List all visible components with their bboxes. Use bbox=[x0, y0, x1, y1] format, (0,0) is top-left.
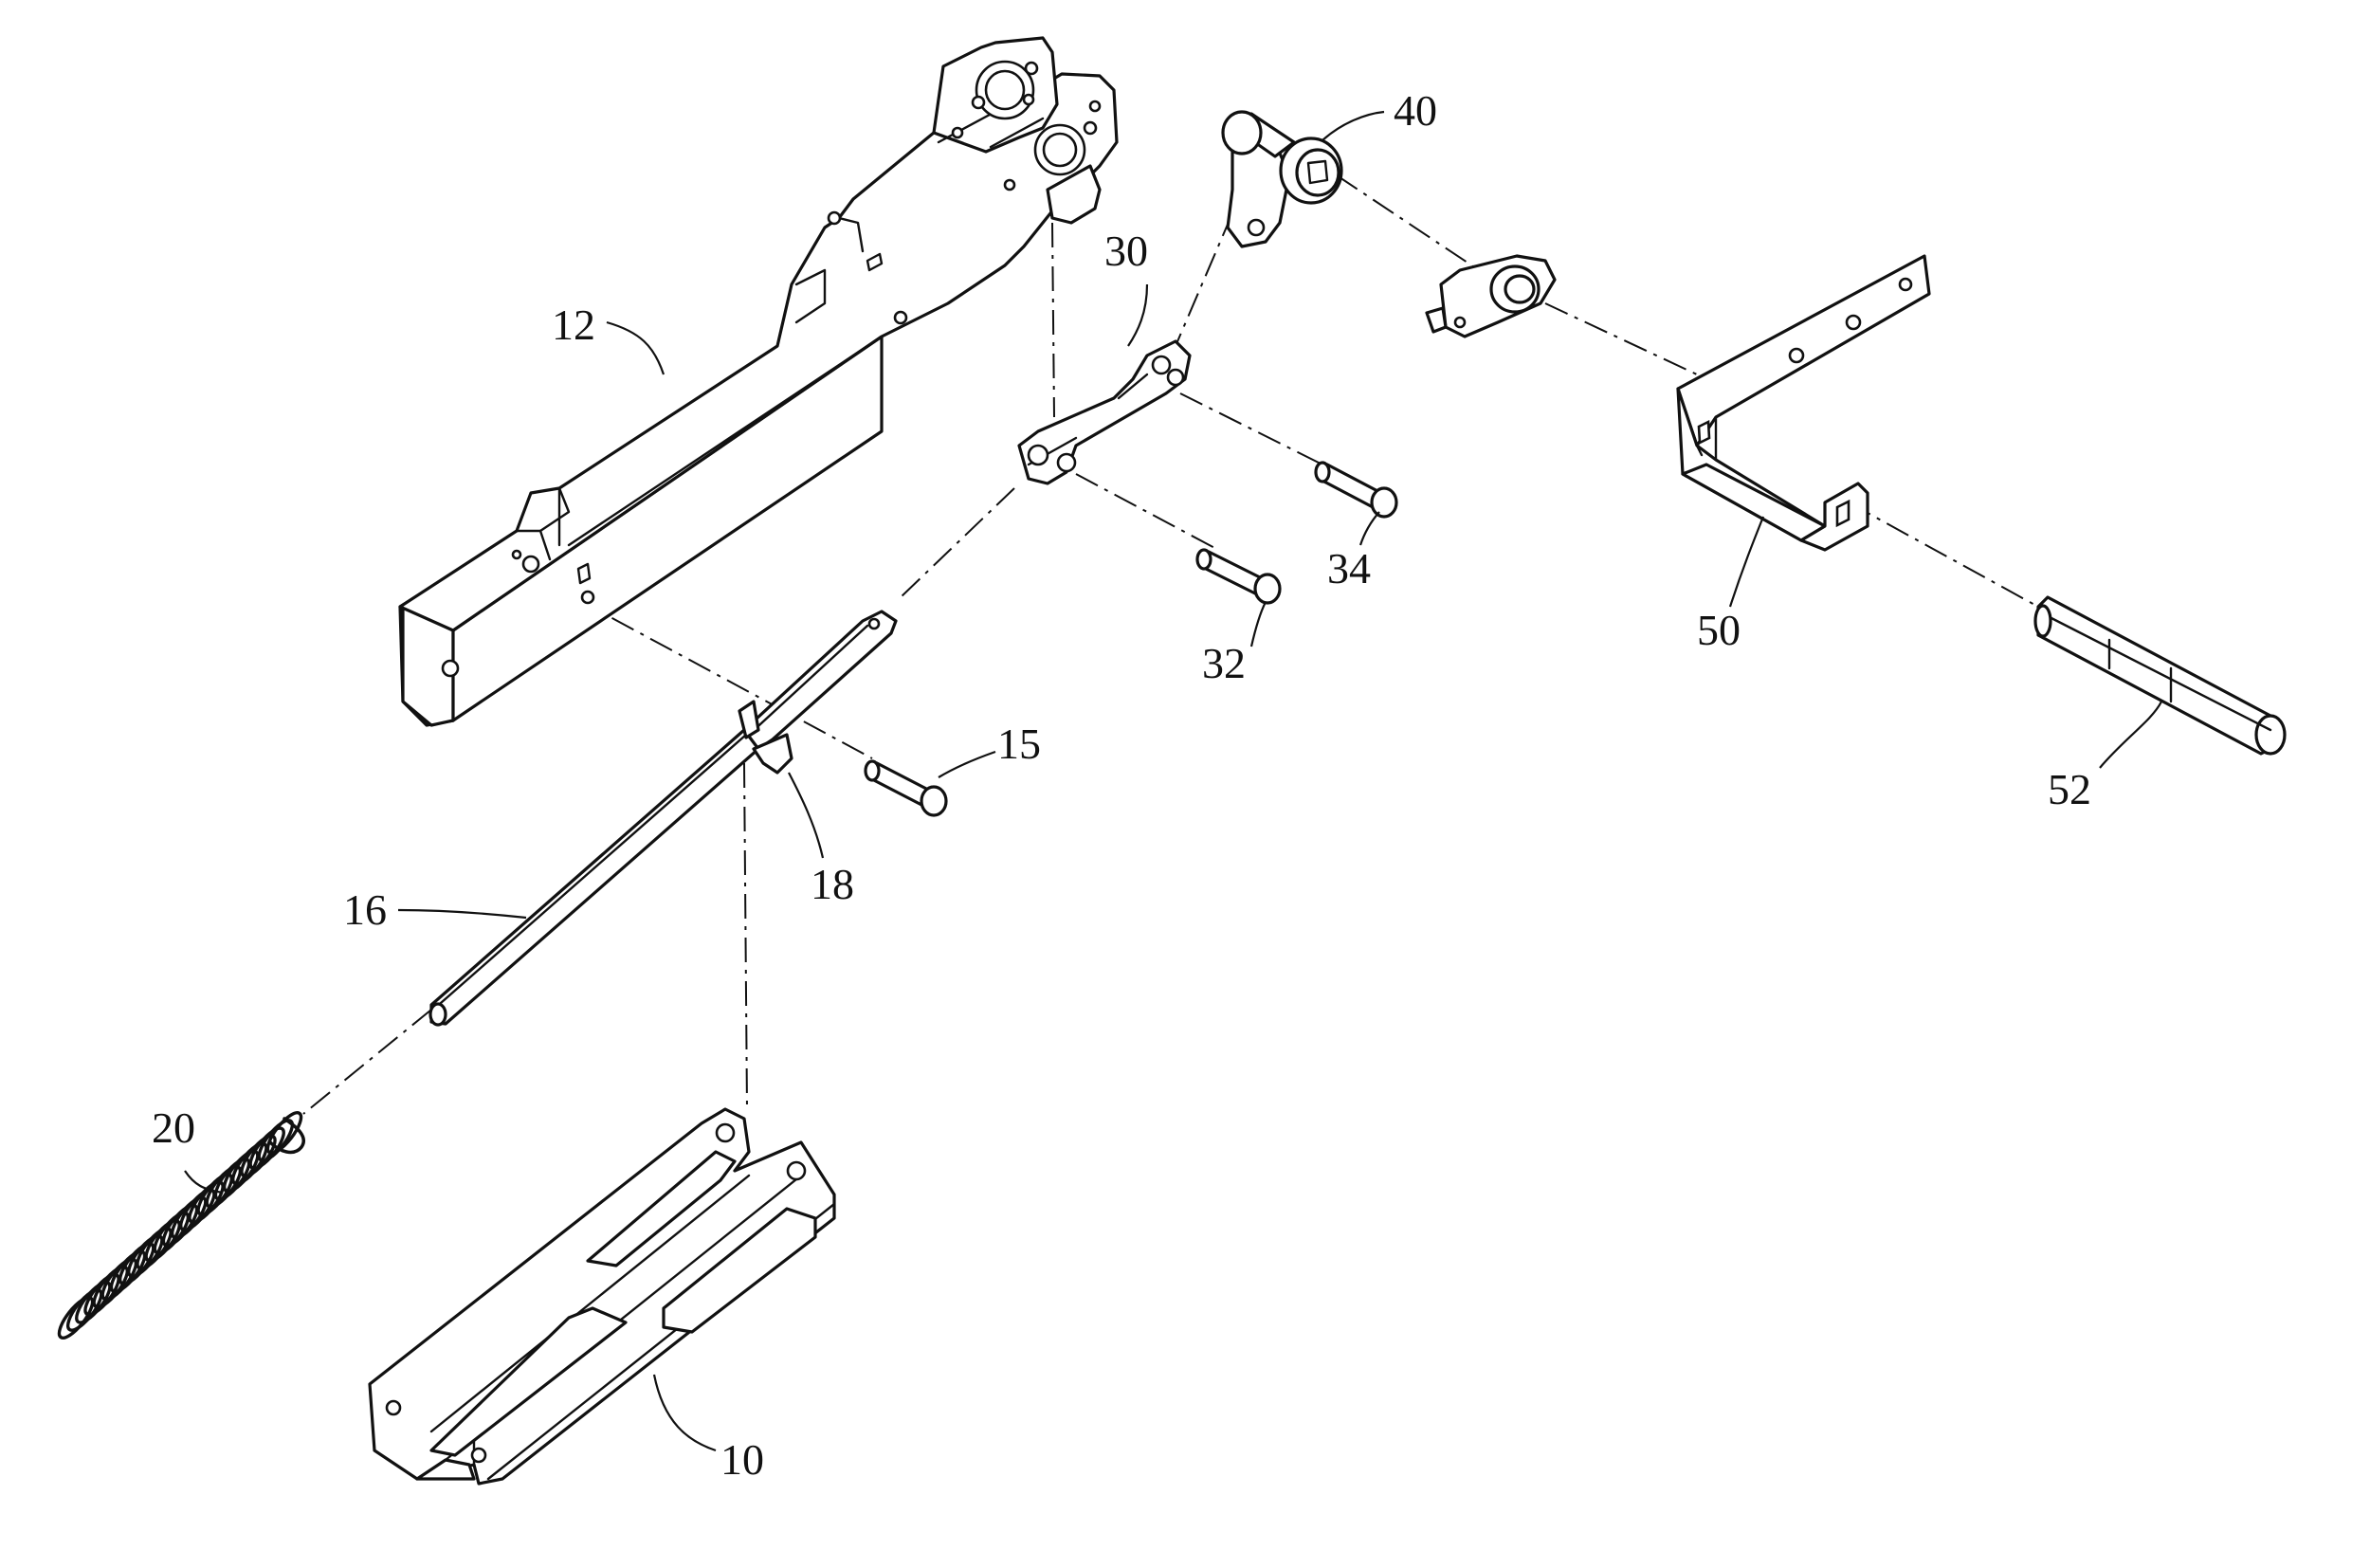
label-32: 32 bbox=[1202, 639, 1246, 687]
assembly-center-lines bbox=[302, 174, 2039, 1115]
label-34: 34 bbox=[1327, 544, 1371, 593]
pin-15 bbox=[864, 759, 948, 817]
label-18: 18 bbox=[811, 860, 854, 908]
label-52: 52 bbox=[2048, 765, 2091, 813]
label-15: 15 bbox=[997, 720, 1041, 768]
part-16-rod bbox=[428, 610, 898, 1027]
part-18-lug bbox=[738, 617, 881, 775]
reference-labels: 12 16 18 15 20 10 30 32 34 40 50 52 bbox=[152, 86, 2091, 1484]
label-30: 30 bbox=[1104, 227, 1148, 275]
label-20: 20 bbox=[152, 1103, 195, 1152]
leader-lines bbox=[184, 110, 2162, 1452]
label-10: 10 bbox=[720, 1435, 764, 1484]
pin-34 bbox=[1314, 461, 1398, 519]
spring-coil-loop bbox=[265, 1111, 303, 1155]
part-10-lower-channel bbox=[368, 1107, 836, 1486]
pin-32 bbox=[1195, 548, 1282, 605]
part-20-coil-spring bbox=[57, 1111, 305, 1340]
label-12: 12 bbox=[552, 301, 595, 349]
label-40: 40 bbox=[1394, 86, 1437, 135]
label-16: 16 bbox=[343, 885, 387, 934]
part-40-cam-lever bbox=[1221, 110, 1343, 248]
part-30-link-plate bbox=[1017, 339, 1192, 485]
hub-plate bbox=[1425, 254, 1557, 338]
part-52-shaft bbox=[2033, 595, 2287, 756]
part-50-u-bracket bbox=[1676, 254, 1931, 552]
label-50: 50 bbox=[1697, 606, 1741, 654]
part-12-main-bracket bbox=[398, 36, 1119, 727]
